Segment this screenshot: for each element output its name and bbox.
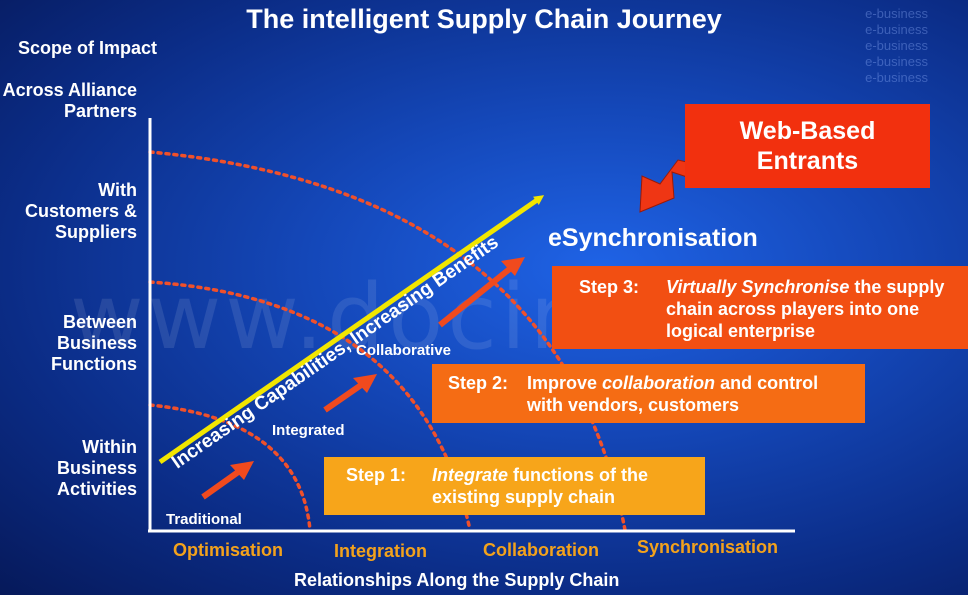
step2-emphasis: collaboration bbox=[602, 373, 716, 393]
web-based-entrants-callout: Web-Based Entrants bbox=[685, 104, 930, 188]
step3-emphasis: Virtually Synchronise bbox=[666, 277, 850, 297]
step1-box: Step 1: Integrate functions of the exist… bbox=[324, 457, 705, 515]
step3-label: Step 3: bbox=[579, 277, 640, 297]
stage-arrow-2 bbox=[323, 374, 377, 413]
y-level-between-business-functions: Between Business Functions bbox=[51, 312, 137, 374]
arc-1 bbox=[148, 403, 312, 532]
x-category-optimisation: Optimisation bbox=[173, 540, 284, 560]
x-category-integration: Integration bbox=[334, 541, 427, 561]
y-level-with-customers-suppliers: With Customers & Suppliers bbox=[24, 180, 137, 242]
arc-3 bbox=[148, 150, 627, 532]
step2-box: Step 2: Improve collaboration and contro… bbox=[432, 364, 865, 423]
step2-rest: and control with vendors, customers bbox=[527, 373, 819, 415]
step2-pre: Improve bbox=[527, 373, 598, 393]
stage-traditional: Traditional bbox=[166, 511, 242, 528]
x-axis-title: Relationships Along the Supply Chain bbox=[294, 570, 620, 590]
y-level-across-alliance-partners: Across Alliance Partners bbox=[2, 80, 137, 121]
step1-label: Step 1: bbox=[346, 465, 407, 485]
callout-text: Web-Based Entrants bbox=[739, 117, 876, 175]
stage-integrated: Integrated bbox=[272, 422, 345, 439]
step3-text: Virtually Synchronise the supply chain a… bbox=[666, 276, 961, 342]
step2-label: Step 2: bbox=[448, 373, 509, 393]
stage-collaborative: Collaborative bbox=[356, 342, 452, 359]
y-axis-title: Scope of Impact bbox=[18, 38, 158, 58]
x-category-synchronisation: Synchronisation bbox=[637, 537, 779, 557]
step2-text: Improve collaboration and control with v… bbox=[527, 372, 857, 416]
capability-arrow bbox=[158, 195, 545, 465]
step1-text: Integrate functions of the existing supp… bbox=[432, 464, 700, 508]
step3-rest: the supply chain across players into one… bbox=[666, 277, 945, 341]
page-title: The intelligent Supply Chain Journey bbox=[246, 4, 722, 34]
stage-arrow-1 bbox=[201, 461, 254, 500]
background-ebusiness-text: e-business e-business e-business e-busin… bbox=[865, 6, 928, 85]
stage-arrow-3 bbox=[438, 257, 525, 328]
stage-esynchronisation: eSynchronisation bbox=[548, 224, 758, 252]
y-level-within-business-activities: Within Business Activities bbox=[56, 437, 137, 499]
x-category-collaboration: Collaboration bbox=[483, 540, 599, 560]
step1-rest: functions of the existing supply chain bbox=[432, 465, 649, 507]
step1-emphasis: Integrate bbox=[432, 465, 509, 485]
step3-box: Step 3: Virtually Synchronise the supply… bbox=[552, 266, 968, 349]
